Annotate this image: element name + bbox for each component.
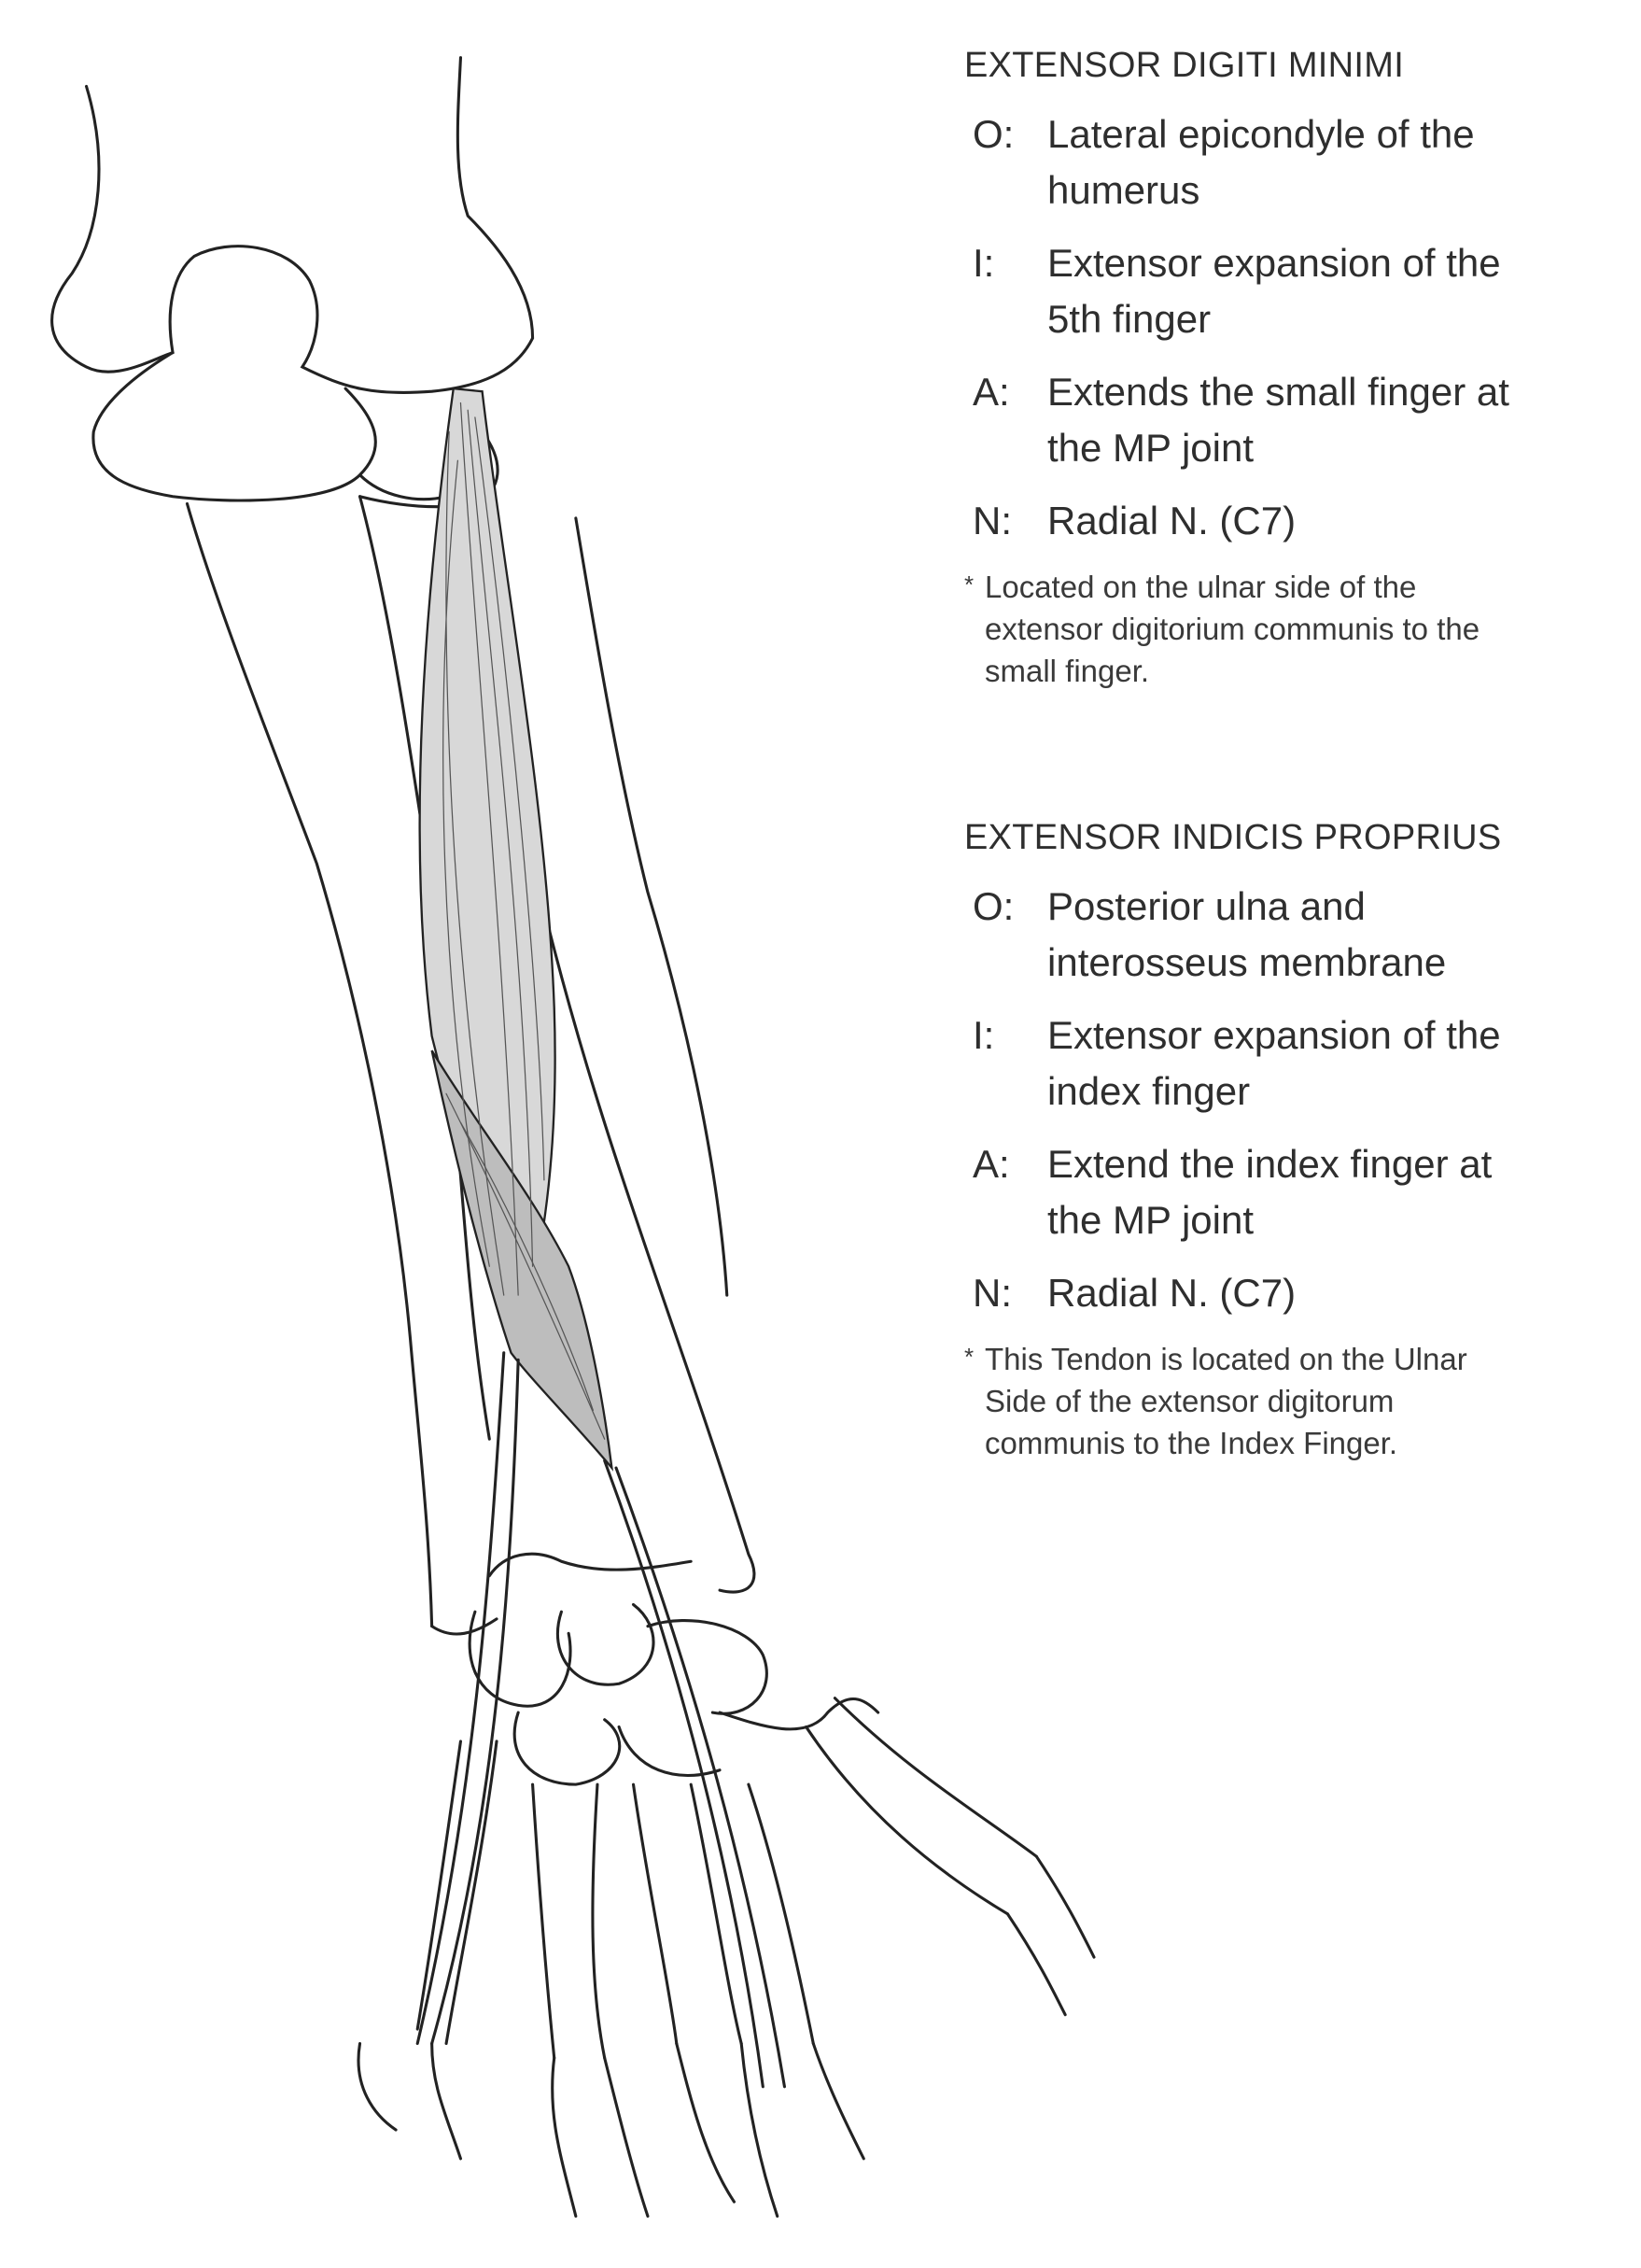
footnote-line: Side of the extensor digitorum [985, 1384, 1395, 1418]
phalanges [357, 1854, 1096, 2219]
row-label: I: [973, 1013, 995, 1057]
section-title: EXTENSOR DIGITI MINIMI [964, 46, 1405, 85]
row-label: O: [973, 112, 1015, 156]
row-text: Extends the small finger at [1047, 370, 1509, 414]
footnote-line: communis to the Index Finger. [985, 1426, 1398, 1460]
section-title: EXTENSOR INDICIS PROPRIUS [964, 818, 1502, 857]
row-label: N: [973, 1271, 1012, 1315]
row-label: O: [973, 884, 1015, 928]
insertion-row: I: Extensor expansion of the 5th finger [964, 235, 1618, 347]
footnote: * Located on the ulnar side of the extens… [964, 566, 1618, 692]
row-text: Posterior ulna and [1047, 884, 1366, 928]
humerus-bone [50, 56, 535, 395]
origin-row: O: Posterior ulna and interosseus membran… [964, 879, 1618, 991]
footnote-line: small finger. [985, 654, 1150, 688]
row-text: 5th finger [1047, 297, 1212, 341]
row-text: the MP joint [1047, 426, 1255, 470]
row-text: Extensor expansion of the [1047, 1013, 1501, 1057]
row-label: N: [973, 499, 1012, 542]
origin-row: O: Lateral epicondyle of the humerus [964, 106, 1618, 218]
row-label: A: [973, 1142, 1010, 1186]
extensor-digiti-minimi-section: EXTENSOR DIGITI MINIMI O: Lateral epicon… [964, 41, 1618, 692]
row-text: the MP joint [1047, 1198, 1255, 1242]
insertion-row: I: Extensor expansion of the index finger [964, 1007, 1618, 1120]
footnote-line: This Tendon is located on the Ulnar [985, 1342, 1467, 1376]
footnote-marker: * [964, 571, 975, 599]
footnote-line: extensor digitorium communis to the [985, 612, 1480, 646]
extensor-indicis-tendon [603, 1458, 786, 2089]
footnote-marker: * [964, 1343, 975, 1371]
carpal-bones [468, 1602, 880, 1786]
footnote-line: Located on the ulnar side of the [985, 570, 1417, 604]
row-text: Extensor expansion of the [1047, 241, 1501, 285]
extensor-indicis-proprius-section: EXTENSOR INDICIS PROPRIUS O: Posterior u… [964, 813, 1618, 1464]
nerve-row: N: Radial N. (C7) [964, 493, 1618, 549]
nerve-row: N: Radial N. (C7) [964, 1265, 1618, 1321]
row-text: Radial N. (C7) [1047, 1271, 1297, 1315]
row-text: index finger [1047, 1069, 1251, 1113]
row-text: Lateral epicondyle of the [1047, 112, 1475, 156]
extensor-digiti-minimi-tendon [415, 1351, 520, 2046]
humerus-condyle [91, 351, 499, 509]
metacarpal-bones [415, 1697, 1038, 2060]
action-row: A: Extends the small finger at the MP joi… [964, 364, 1618, 476]
row-text: Extend the index finger at [1047, 1142, 1493, 1186]
row-text: interosseus membrane [1047, 940, 1447, 984]
row-text: Radial N. (C7) [1047, 499, 1297, 542]
row-text: humerus [1047, 168, 1200, 212]
row-label: I: [973, 241, 995, 285]
action-row: A: Extend the index finger at the MP join… [964, 1136, 1618, 1248]
row-label: A: [973, 370, 1010, 414]
